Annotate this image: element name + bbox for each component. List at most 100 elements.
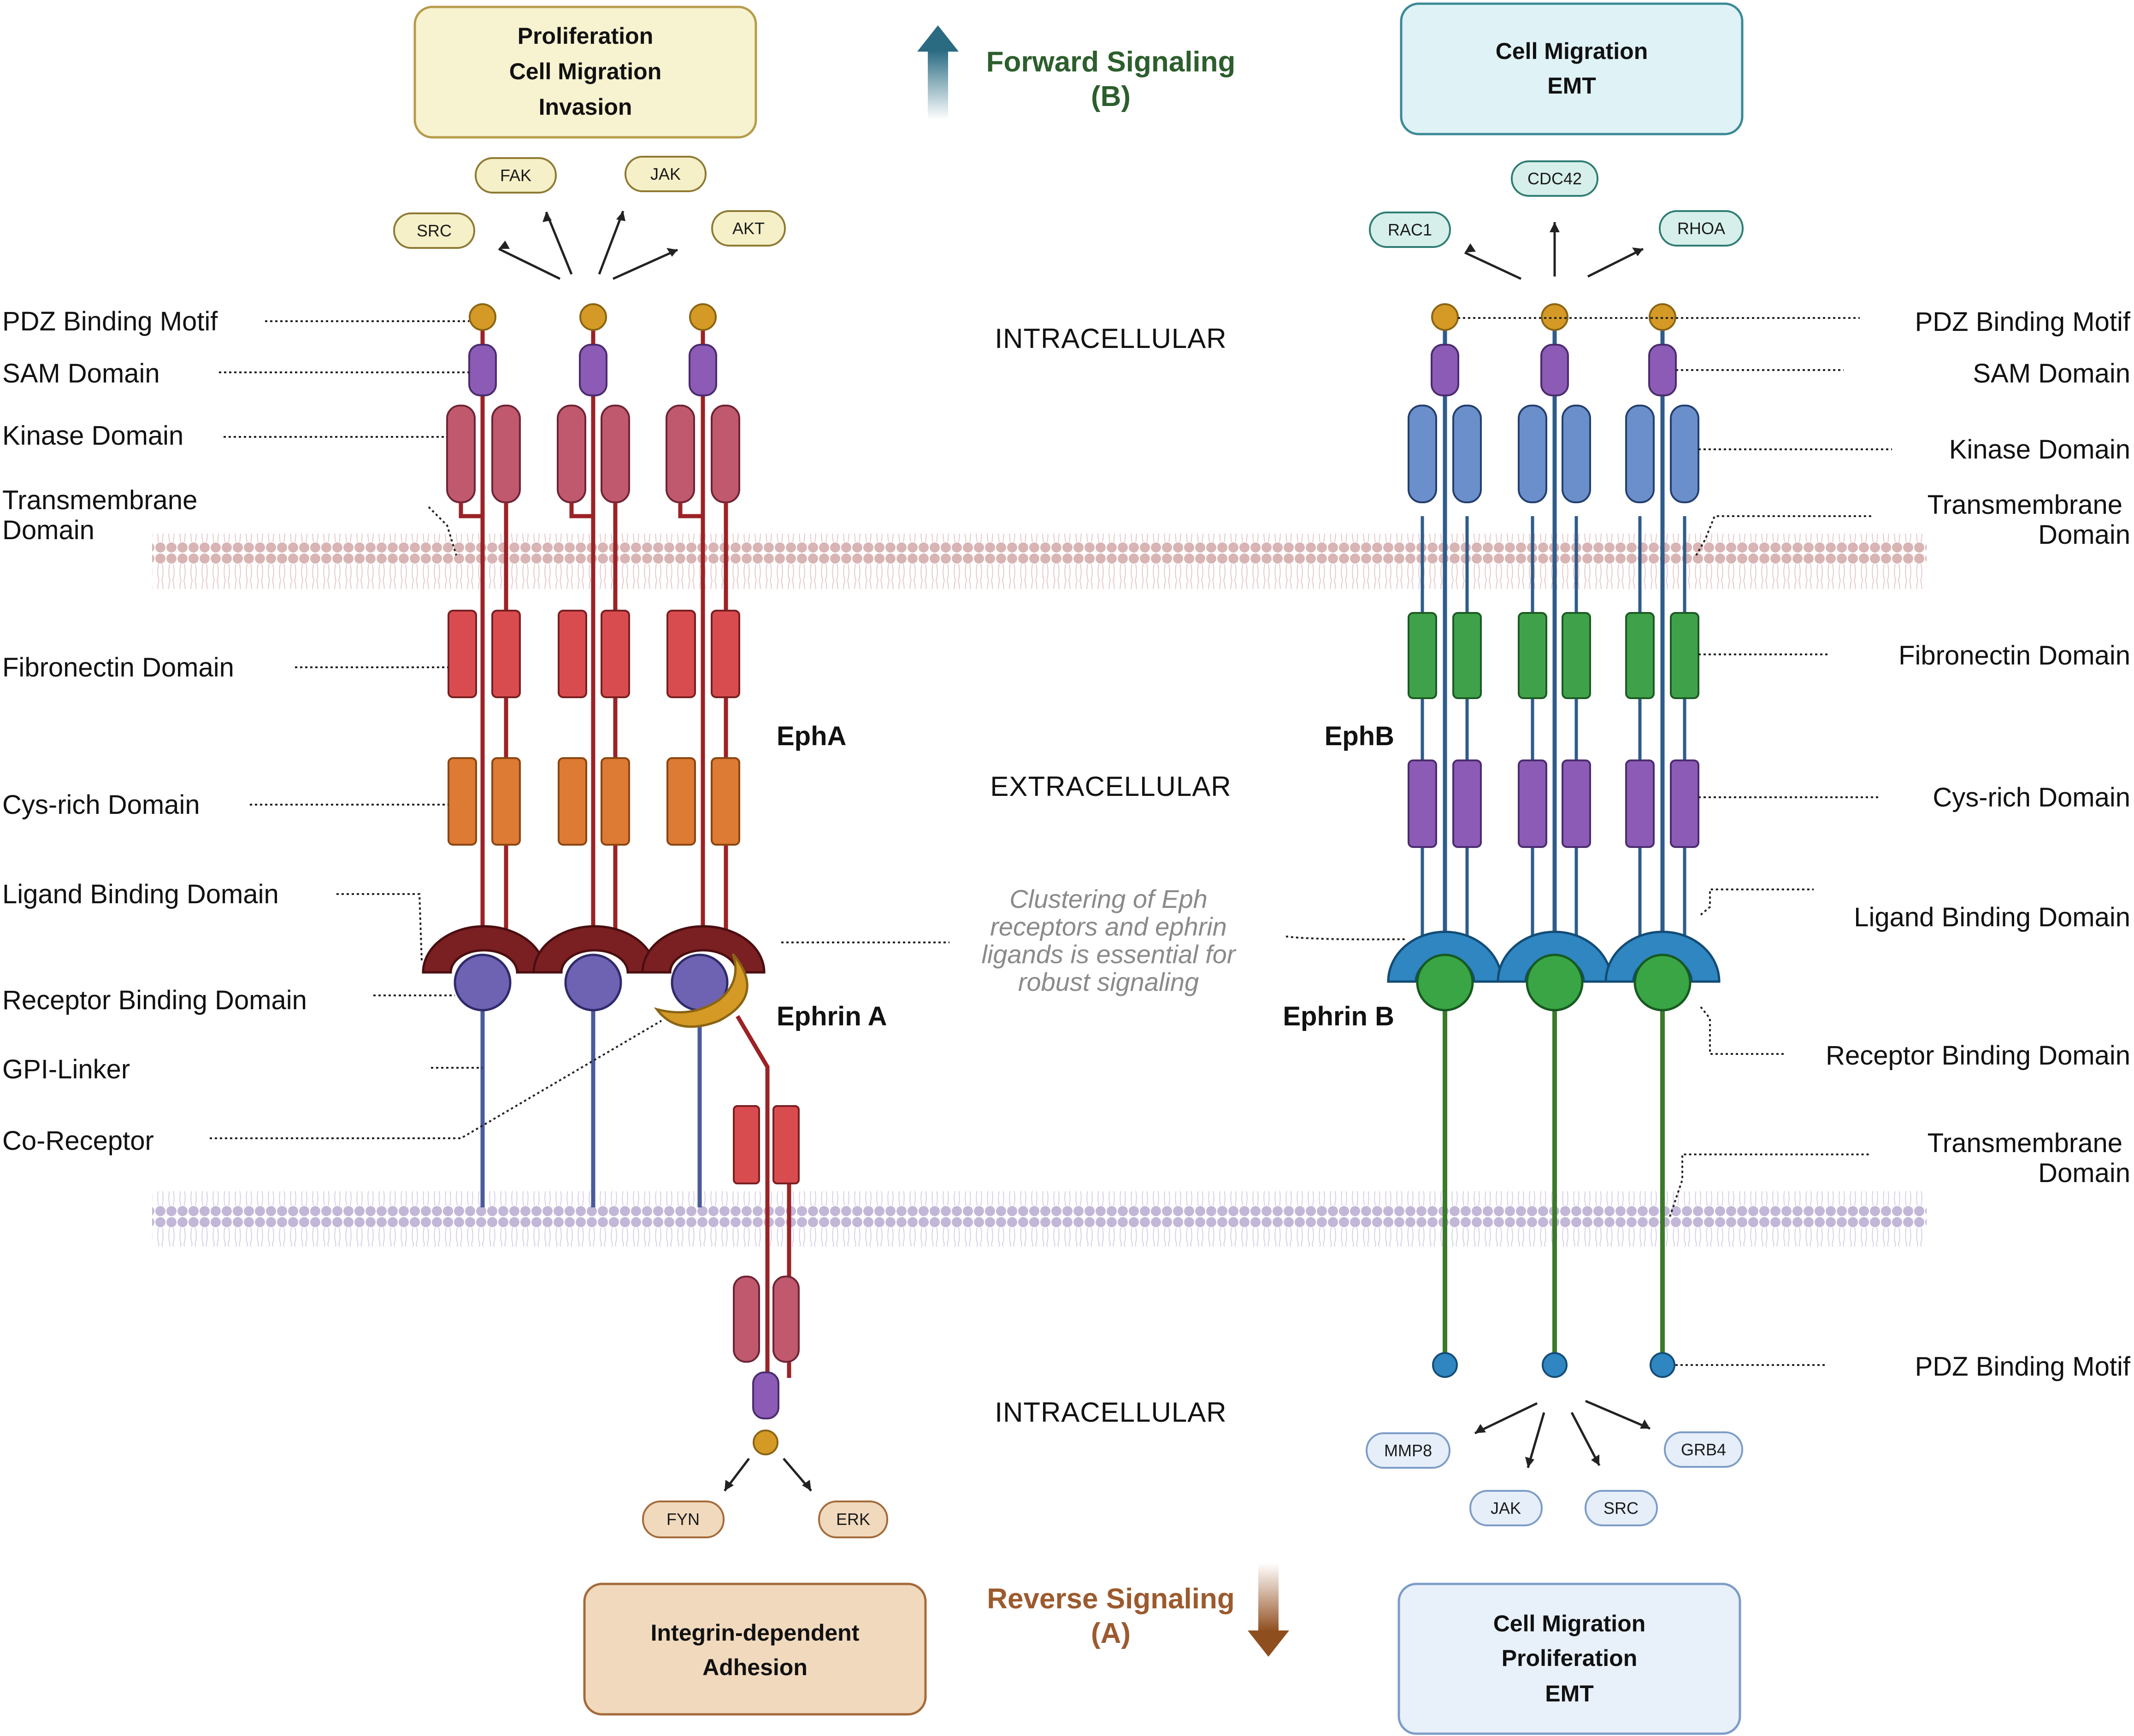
label-transmembrane-right-b1: Transmembrane xyxy=(1928,1128,2122,1158)
outcome-proliferation: Proliferation xyxy=(518,23,653,49)
label-ligand-right: Ligand Binding Domain xyxy=(1854,902,2130,932)
pill-fak: FAK xyxy=(475,157,557,194)
ephb-cys-rich-domain xyxy=(1452,759,1482,848)
ephb-receptors xyxy=(1387,303,1721,1378)
ephb-cys-rich-domain xyxy=(1625,759,1655,848)
clustering-note-leaders xyxy=(781,936,1406,943)
outcome-adhesion: Adhesion xyxy=(702,1654,808,1680)
right-labels: PDZ Binding Motif SAM Domain Kinase Doma… xyxy=(1458,307,2131,1382)
ephrin-b-receptor-binding-domain xyxy=(1526,953,1584,1012)
forward-signaling-title: Forward Signaling xyxy=(986,46,1236,78)
ephb-sam-domain xyxy=(1431,344,1459,396)
clustering-note-line1: Clustering of Eph xyxy=(1009,884,1208,913)
reverse-signaling-sub: (A) xyxy=(1091,1618,1131,1649)
ephb-pdz-motif xyxy=(1431,303,1459,331)
epha-fibronectin-domain xyxy=(666,610,696,698)
ephrin-a-gpi-linker xyxy=(480,995,702,1207)
label-receptor-right: Receptor Binding Domain xyxy=(1826,1041,2130,1071)
epha-fibronectin-domain xyxy=(601,610,630,698)
ephb-cys-rich-domain xyxy=(1670,759,1699,848)
ephrin-b-receptor-binding-domain xyxy=(1416,953,1474,1012)
epha-kinase-domain xyxy=(491,405,521,503)
label-sam-right: SAM Domain xyxy=(1973,359,2130,388)
pill-erk: ERK xyxy=(818,1501,888,1538)
region-intracellular-top: INTRACELLULAR xyxy=(995,323,1226,354)
coreceptor-sam-domain xyxy=(752,1371,779,1419)
ephb-cys-rich-domain xyxy=(1562,759,1591,848)
ephb-kinase-domain xyxy=(1625,405,1655,503)
outcome-invasion: Invasion xyxy=(539,94,632,120)
outcome-emt-a: EMT xyxy=(1545,1681,1594,1707)
pill-jak-a: JAK xyxy=(625,156,707,192)
outcome-proliferation-a: Proliferation xyxy=(1502,1645,1637,1671)
ephrin-b-pdz-motif xyxy=(1542,1352,1568,1378)
reverse-signaling: Reverse Signaling (A) xyxy=(987,1563,1289,1657)
label-fibronectin-right: Fibronectin Domain xyxy=(1898,641,2130,671)
epha-kinase-domain xyxy=(711,405,740,503)
svg-text:RAC1: RAC1 xyxy=(1388,220,1432,239)
epha-cys-rich-domain xyxy=(601,757,630,846)
bottom-right-pathway-arrows xyxy=(1474,1400,1651,1468)
pill-grb4: GRB4 xyxy=(1664,1431,1743,1468)
svg-text:RHOA: RHOA xyxy=(1677,219,1725,238)
epha-fibronectin-domain xyxy=(558,610,587,698)
outcome-emt-b: EMT xyxy=(1547,73,1596,99)
epha-receptors xyxy=(422,303,800,1455)
pill-fyn: FYN xyxy=(642,1501,725,1538)
outcome-integrin: Integrin-dependent xyxy=(651,1620,860,1646)
epha-fibronectin-domain xyxy=(448,610,477,698)
epha-sam-domain xyxy=(579,344,607,396)
upper-membrane xyxy=(152,534,1927,589)
svg-text:JAK: JAK xyxy=(650,165,681,183)
epha-kinase-domain xyxy=(557,405,586,503)
reverse-signaling-title: Reverse Signaling xyxy=(987,1583,1235,1615)
clustering-note-line4: robust signaling xyxy=(1018,967,1199,996)
label-pdz-right-b: PDZ Binding Motif xyxy=(1915,1352,2131,1382)
label-transmembrane-right-2: Domain xyxy=(2038,520,2130,550)
bottom-right-outcome-box: Cell Migration Proliferation EMT xyxy=(1397,1583,1741,1735)
outcome-cell-migration-b: Cell Migration xyxy=(1496,38,1648,64)
epha-sam-domain xyxy=(468,344,497,396)
epha-cys-rich-domain xyxy=(711,757,740,846)
ephrin-b-pdz-motif xyxy=(1432,1352,1458,1378)
ephrin-b-receptor-binding-domain xyxy=(1633,953,1692,1012)
bottom-left-outcome-box: Integrin-dependent Adhesion xyxy=(583,1583,927,1716)
bottom-center-pathway-arrows xyxy=(724,1458,812,1492)
label-fibronectin-left: Fibronectin Domain xyxy=(2,653,234,683)
ephb-kinase-domain xyxy=(1408,405,1437,503)
ephb-sam-domain xyxy=(1540,344,1569,396)
ephb-fibronectin-domain xyxy=(1562,612,1591,699)
svg-text:AKT: AKT xyxy=(732,219,765,238)
forward-signaling: Forward Signaling (B) xyxy=(917,25,1235,120)
label-ephrin-a: Ephrin A xyxy=(777,1001,887,1031)
top-right-outcome-box: Cell Migration EMT xyxy=(1400,2,1744,135)
top-left-pathway-arrows xyxy=(498,211,678,280)
label-ephb: EphB xyxy=(1325,721,1394,751)
left-labels: PDZ Binding Motif SAM Domain Kinase Doma… xyxy=(2,306,662,1156)
svg-text:FYN: FYN xyxy=(666,1510,700,1529)
ephb-fibronectin-domain xyxy=(1670,612,1699,699)
pill-jak-b: JAK xyxy=(1469,1490,1543,1526)
clustering-note: Clustering of Eph receptors and ephrin l… xyxy=(982,884,1237,996)
pill-akt: AKT xyxy=(711,210,786,247)
ephb-kinase-domain xyxy=(1452,405,1482,503)
label-kinase-left: Kinase Domain xyxy=(2,421,183,451)
region-intracellular-bottom: INTRACELLULAR xyxy=(995,1397,1226,1428)
label-kinase-right: Kinase Domain xyxy=(1949,435,2130,465)
clustering-note-line2: receptors and ephrin xyxy=(990,912,1227,941)
ephb-cys-rich-domain xyxy=(1408,759,1437,848)
label-receptor-left: Receptor Binding Domain xyxy=(2,985,307,1015)
svg-text:SRC: SRC xyxy=(417,221,452,240)
coreceptor-fibronectin-domain xyxy=(772,1105,800,1184)
epha-cys-rich-domain xyxy=(448,757,477,846)
ephrin-a-receptor-binding-domain xyxy=(454,953,512,1012)
svg-text:MMP8: MMP8 xyxy=(1384,1441,1432,1460)
epha-pdz-motif xyxy=(689,303,717,331)
pill-src-b: SRC xyxy=(1585,1490,1658,1526)
label-pdz-left: PDZ Binding Motif xyxy=(2,306,218,336)
label-epha: EphA xyxy=(777,721,846,751)
epha-kinase-domain xyxy=(446,405,476,503)
label-cys-right: Cys-rich Domain xyxy=(1933,783,2130,812)
label-transmembrane-left-1: Transmembrane xyxy=(2,485,197,515)
